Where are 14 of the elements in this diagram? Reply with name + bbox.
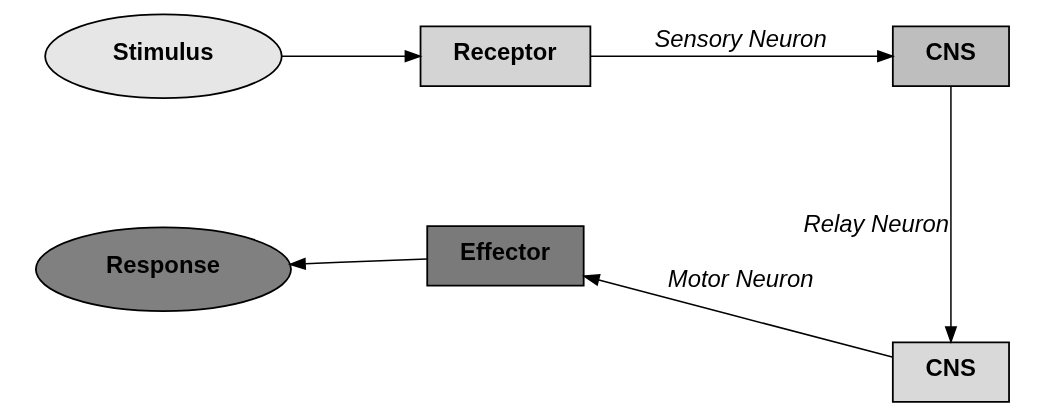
arrow xyxy=(287,257,428,270)
arrow xyxy=(944,85,958,345)
node-ellipse: Response xyxy=(34,226,292,312)
arrow xyxy=(280,49,423,63)
edge-label: Sensory Neuron xyxy=(654,25,827,52)
node-box: CNS xyxy=(891,25,1010,87)
arrow xyxy=(581,274,893,358)
node-box: CNS xyxy=(891,341,1010,403)
edge-label: Relay Neuron xyxy=(803,209,950,237)
arrow xyxy=(589,49,895,63)
node-box: Effector xyxy=(426,225,585,287)
node-ellipse: Stimulus xyxy=(44,13,283,99)
edge-label: Motor Neuron xyxy=(667,264,814,292)
node-box: Receptor xyxy=(419,25,592,87)
